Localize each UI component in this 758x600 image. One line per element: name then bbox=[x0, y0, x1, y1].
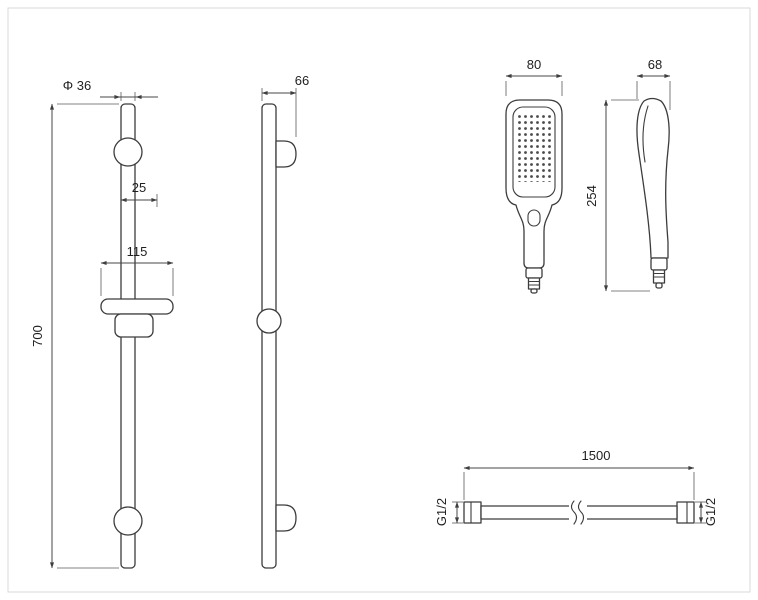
hose-break-mask bbox=[569, 503, 587, 522]
dim-holder-width: 115 bbox=[100, 244, 174, 296]
rail-pole-side bbox=[261, 103, 277, 569]
spray-face-outline bbox=[512, 106, 556, 198]
mode-button bbox=[527, 209, 541, 227]
shower-hose-view: 1500 G1/2 G1/2 bbox=[434, 448, 718, 526]
spray-face-edge-side bbox=[642, 105, 649, 163]
top-wall-bracket-front bbox=[113, 137, 143, 167]
dim-label-rail-offset: 25 bbox=[132, 180, 146, 195]
dim-label-rail-depth: 66 bbox=[295, 73, 309, 88]
dim-label-holder-width: 115 bbox=[127, 244, 148, 259]
top-wall-bracket-side bbox=[275, 140, 297, 168]
hand-shower-side-view: 68 bbox=[636, 57, 671, 289]
dim-rail-length: 700 bbox=[30, 103, 119, 569]
handset-holder-body bbox=[114, 313, 154, 338]
hose-fitting-left bbox=[463, 501, 482, 524]
hose-nipple-side bbox=[655, 282, 663, 289]
dim-thread-left: G1/2 bbox=[434, 498, 463, 526]
slider-knob-side bbox=[256, 308, 282, 334]
dim-rail-depth: 66 bbox=[261, 73, 309, 137]
dim-label-thread-left: G1/2 bbox=[434, 498, 449, 526]
hose-break-line bbox=[570, 500, 578, 525]
hand-shower-front-view: 80 254 bbox=[505, 57, 650, 294]
dim-thread-right: G1/2 bbox=[695, 498, 718, 526]
dim-label-thread-right: G1/2 bbox=[703, 498, 718, 526]
dim-hose-length: 1500 bbox=[463, 448, 695, 500]
handset-holder-bar bbox=[100, 298, 174, 315]
hose-nut-front bbox=[527, 277, 541, 290]
dim-head-width: 80 bbox=[505, 57, 563, 96]
spray-nozzle-dots bbox=[516, 113, 552, 182]
slide-bar-side-view: 66 bbox=[256, 73, 309, 569]
dim-label-hose-length: 1500 bbox=[582, 448, 611, 463]
bottom-wall-bracket-front bbox=[113, 506, 143, 536]
dim-head-depth: 68 bbox=[636, 57, 671, 110]
handle-connector-front bbox=[525, 267, 543, 279]
dim-rail-diameter: Φ 36 bbox=[63, 78, 158, 101]
page-border bbox=[7, 7, 751, 593]
handset-body-side bbox=[636, 97, 670, 259]
bottom-wall-bracket-side bbox=[275, 504, 297, 532]
dim-label-rail-diameter: Φ 36 bbox=[63, 78, 91, 93]
dim-label-head-depth: 68 bbox=[648, 57, 662, 72]
dim-label-rail-length: 700 bbox=[30, 325, 45, 347]
dim-label-head-width: 80 bbox=[527, 57, 541, 72]
slide-bar-front-view: Φ 36 25 115 700 bbox=[30, 78, 174, 569]
handle-connector-side bbox=[650, 257, 668, 271]
hose-nipple-front bbox=[530, 288, 538, 294]
hose-break-line bbox=[577, 500, 585, 525]
dim-rail-offset: 25 bbox=[120, 180, 158, 207]
hose-fitting-right bbox=[676, 501, 695, 524]
dim-handset-length: 254 bbox=[584, 99, 650, 292]
dim-label-handset-length: 254 bbox=[584, 185, 599, 207]
